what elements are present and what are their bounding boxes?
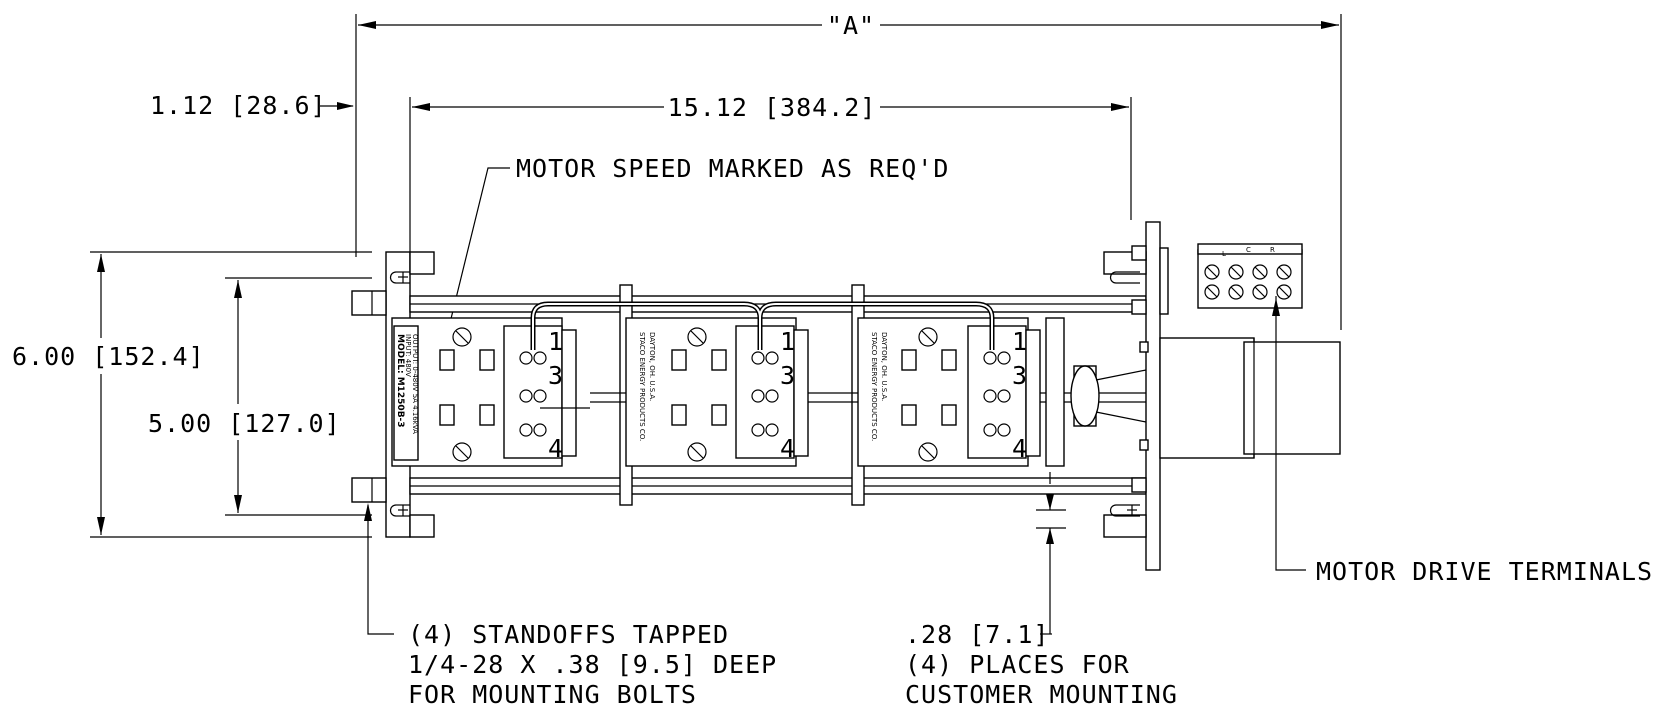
nameplate-input: INPUT: 480V (404, 334, 412, 377)
dimension-offset: 1.12 [28.6] (150, 91, 411, 257)
brush-terminal-group-1: 1 3 4 (519, 327, 564, 463)
brush-terminal-group-3: 1 3 4 (983, 327, 1028, 463)
places-line-1: (4) PLACES FOR (905, 650, 1130, 679)
brush-number-4: 4 (780, 434, 796, 463)
terminal-letter-r: R (1270, 246, 1275, 254)
brush-number-1: 1 (1012, 327, 1028, 356)
terminal-letter-c: C (1246, 246, 1251, 254)
drive-pulley (1070, 365, 1147, 427)
brush-number-3: 3 (548, 361, 564, 390)
dimension-slot-label: .28 [7.1] (905, 620, 1049, 649)
drive-motor (1139, 337, 1341, 459)
transformer-section-2: STACO ENERGY PRODUCTS CO. DAYTON, OH. U.… (590, 284, 809, 506)
motor-drive-terminals-label: MOTOR DRIVE TERMINALS (1316, 557, 1653, 586)
jumper-cable (530, 301, 995, 350)
nameplate-model: MODEL: M1250B-3 (395, 334, 405, 428)
maker-name-3: STACO ENERGY PRODUCTS CO. (870, 332, 878, 441)
nameplate (393, 325, 419, 461)
brush-terminal-group-2: 1 3 4 (751, 327, 796, 463)
standoffs-line-1: (4) STANDOFFS TAPPED (408, 620, 729, 649)
dimension-slot: .28 [7.1] (4) PLACES FOR CUSTOMER MOUNTI… (905, 472, 1178, 709)
dimension-height-inner-label: 5.00 [127.0] (148, 409, 341, 438)
dimension-offset-label: 1.12 [28.6] (150, 91, 327, 120)
dimension-length-label: 15.12 [384.2] (668, 93, 877, 122)
maker-name-2: STACO ENERGY PRODUCTS CO. (638, 332, 646, 441)
maker-city-2: DAYTON, OH. U.S.A. (648, 332, 656, 401)
dimension-overall-a: "A" (355, 11, 1342, 330)
brush-number-4: 4 (548, 434, 564, 463)
drive-shaft (1040, 317, 1146, 467)
right-end-plate (1103, 221, 1169, 571)
dimension-a-label: "A" (827, 11, 875, 40)
dimension-height-inner: 5.00 [127.0] (140, 277, 372, 516)
brush-number-1: 1 (548, 327, 564, 356)
callout-standoffs: (4) STANDOFFS TAPPED 1/4-28 X .38 [9.5] … (364, 503, 777, 709)
standoffs-line-3: FOR MOUNTING BOLTS (408, 680, 697, 709)
dimension-height-outer-label: 6.00 [152.4] (12, 342, 205, 371)
dimension-height-outer: 6.00 [152.4] (0, 251, 372, 538)
nameplate-output: OUTPUT: 0-480V 5A 4.16kVA (411, 334, 419, 434)
brush-number-1: 1 (780, 327, 796, 356)
brush-terminals: 1 3 4 1 3 4 1 3 4 (519, 327, 1028, 463)
brush-number-3: 3 (1012, 361, 1028, 390)
callout-motor-drive-terminals: MOTOR DRIVE TERMINALS (1272, 296, 1653, 586)
standoffs-line-2: 1/4-28 X .38 [9.5] DEEP (408, 650, 777, 679)
brush-number-3: 3 (780, 361, 796, 390)
dimension-length: 15.12 [384.2] (412, 93, 1132, 220)
terminal-block: L C R (1197, 243, 1303, 309)
maker-city-3: DAYTON, OH. U.S.A. (880, 332, 888, 401)
standoffs (351, 290, 387, 503)
terminal-letter-l: L (1222, 250, 1226, 258)
callout-motor-speed: MOTOR SPEED MARKED AS REQ'D (444, 154, 949, 338)
brush-number-4: 4 (1012, 434, 1028, 463)
transformer-section-3: STACO ENERGY PRODUCTS CO. DAYTON, OH. U.… (808, 284, 1041, 506)
motor-speed-label: MOTOR SPEED MARKED AS REQ'D (516, 154, 949, 183)
places-line-2: CUSTOMER MOUNTING (905, 680, 1178, 709)
